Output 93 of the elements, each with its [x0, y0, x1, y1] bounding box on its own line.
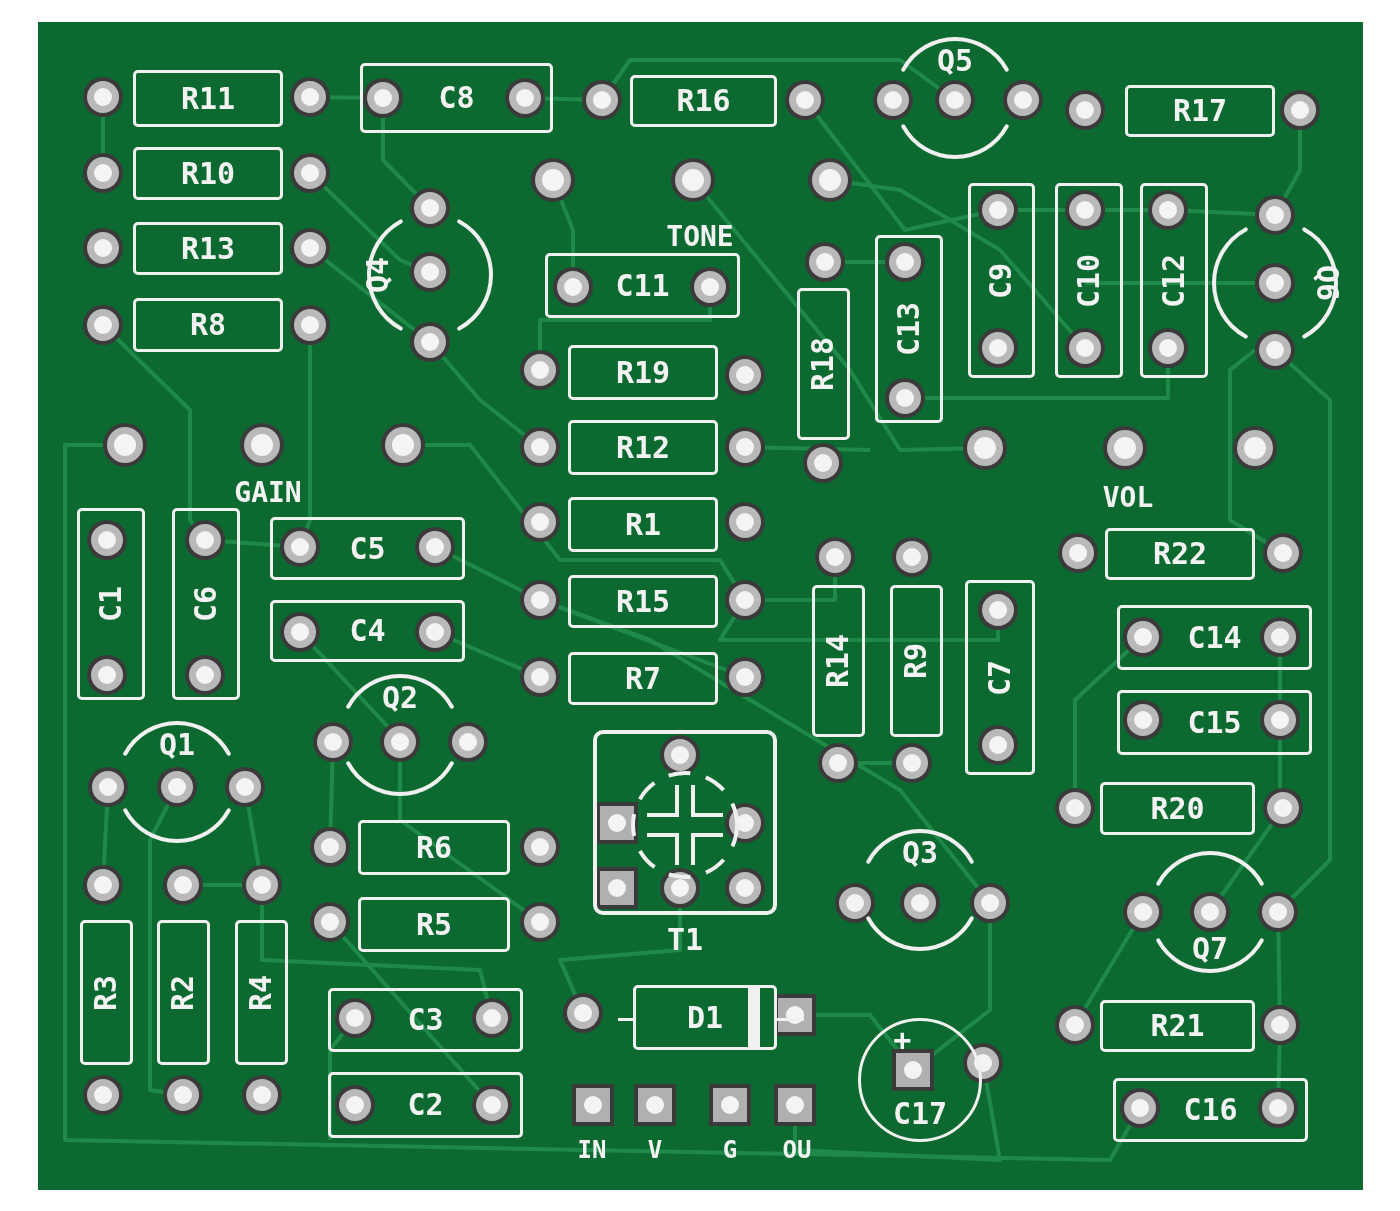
silkscreen-label: VOL [1102, 484, 1154, 512]
component-outline [328, 988, 523, 1052]
silkscreen-label: V [647, 1138, 663, 1162]
component-label: R22 [1152, 539, 1208, 569]
component-outline [568, 575, 718, 628]
component-outline [270, 517, 465, 580]
component-outline [1125, 85, 1275, 137]
component-label: C2 [407, 1090, 444, 1120]
component-label: R1 [624, 509, 662, 540]
component-outline [328, 1072, 523, 1138]
component-label: R3 [91, 974, 122, 1011]
component-label: C7 [985, 659, 1015, 696]
component-outline [890, 585, 943, 737]
component-label: R15 [615, 586, 671, 617]
component-label: R5 [415, 909, 453, 940]
component-label: R13 [180, 233, 236, 264]
component-label: R17 [1172, 96, 1228, 126]
component-label: R7 [624, 663, 662, 694]
component-label: C4 [349, 616, 386, 646]
component-label: C3 [407, 1005, 444, 1035]
component-outline [133, 222, 283, 275]
component-label: C11 [615, 270, 670, 301]
component-label: D1 [686, 1002, 724, 1033]
component-outline [1100, 782, 1255, 835]
component-outline [1055, 183, 1123, 378]
component-label: R8 [189, 310, 227, 340]
component-label: R2 [168, 974, 199, 1011]
component-label: + [893, 1025, 912, 1055]
component-label: C6 [191, 585, 221, 623]
component-label: R16 [676, 86, 731, 116]
component-outline [77, 508, 145, 700]
silkscreen-label: OU [782, 1138, 812, 1162]
component-outline [1105, 528, 1255, 580]
component-outline [133, 298, 283, 352]
component-label: R6 [415, 832, 453, 863]
component-label: R4 [246, 974, 277, 1011]
component-outline [1113, 1078, 1308, 1142]
component-outline [1100, 1000, 1255, 1052]
component-label: R19 [615, 357, 671, 388]
component-outline [358, 820, 510, 875]
component-outline [568, 345, 718, 400]
component-outline [545, 253, 740, 318]
component-label: C17 [892, 1099, 948, 1129]
component-label: Q1 [158, 730, 196, 760]
component-label: R10 [180, 158, 236, 189]
silkscreen-label: GAIN [234, 479, 302, 507]
component-label: R11 [180, 83, 236, 114]
component-outline [875, 235, 943, 423]
component-outline [358, 897, 510, 952]
component-label: R14 [823, 633, 854, 689]
component-outline [968, 183, 1035, 378]
component-label: C5 [349, 533, 386, 564]
component-outline [568, 420, 718, 475]
component-label: R18 [808, 336, 839, 392]
component-outline [568, 652, 718, 705]
component-outline [360, 63, 553, 133]
component-label: C15 [1187, 707, 1242, 738]
component-label: R21 [1150, 1011, 1205, 1041]
component-outline [270, 600, 465, 662]
component-outline [965, 580, 1035, 775]
component-outline [630, 75, 777, 127]
component-label: C12 [1159, 253, 1189, 308]
component-label: T1 [666, 925, 704, 955]
component-label: R9 [901, 642, 932, 680]
component-label: C10 [1074, 253, 1104, 308]
component-label: C16 [1183, 1095, 1238, 1125]
component-label: Q5 [936, 46, 974, 76]
component-outline [133, 70, 283, 127]
component-outline [235, 920, 288, 1065]
component-label: C13 [894, 301, 924, 357]
silkscreen-label: G [722, 1138, 738, 1162]
component-outline [133, 147, 283, 200]
component-label: Q3 [901, 838, 939, 868]
component-outline [157, 920, 210, 1065]
capacitor-outline [858, 1018, 982, 1142]
component-outline [80, 920, 133, 1065]
component-label: Q2 [381, 683, 419, 713]
component-label: R20 [1150, 793, 1205, 824]
component-outline [1117, 690, 1312, 755]
component-outline [1140, 183, 1208, 378]
component-label: C1 [96, 585, 126, 623]
component-outline [812, 585, 865, 737]
component-label: C8 [438, 83, 475, 113]
silkscreen-label: TONE [666, 223, 734, 251]
component-outline [797, 288, 850, 440]
component-label: Q7 [1191, 934, 1229, 964]
component-outline [172, 508, 240, 700]
component-label: C14 [1187, 622, 1242, 653]
component-outline [568, 497, 718, 552]
component-outline [1117, 605, 1312, 670]
silkscreen-label: IN [577, 1138, 607, 1162]
component-label: C9 [986, 262, 1017, 299]
component-label: R12 [615, 432, 671, 463]
